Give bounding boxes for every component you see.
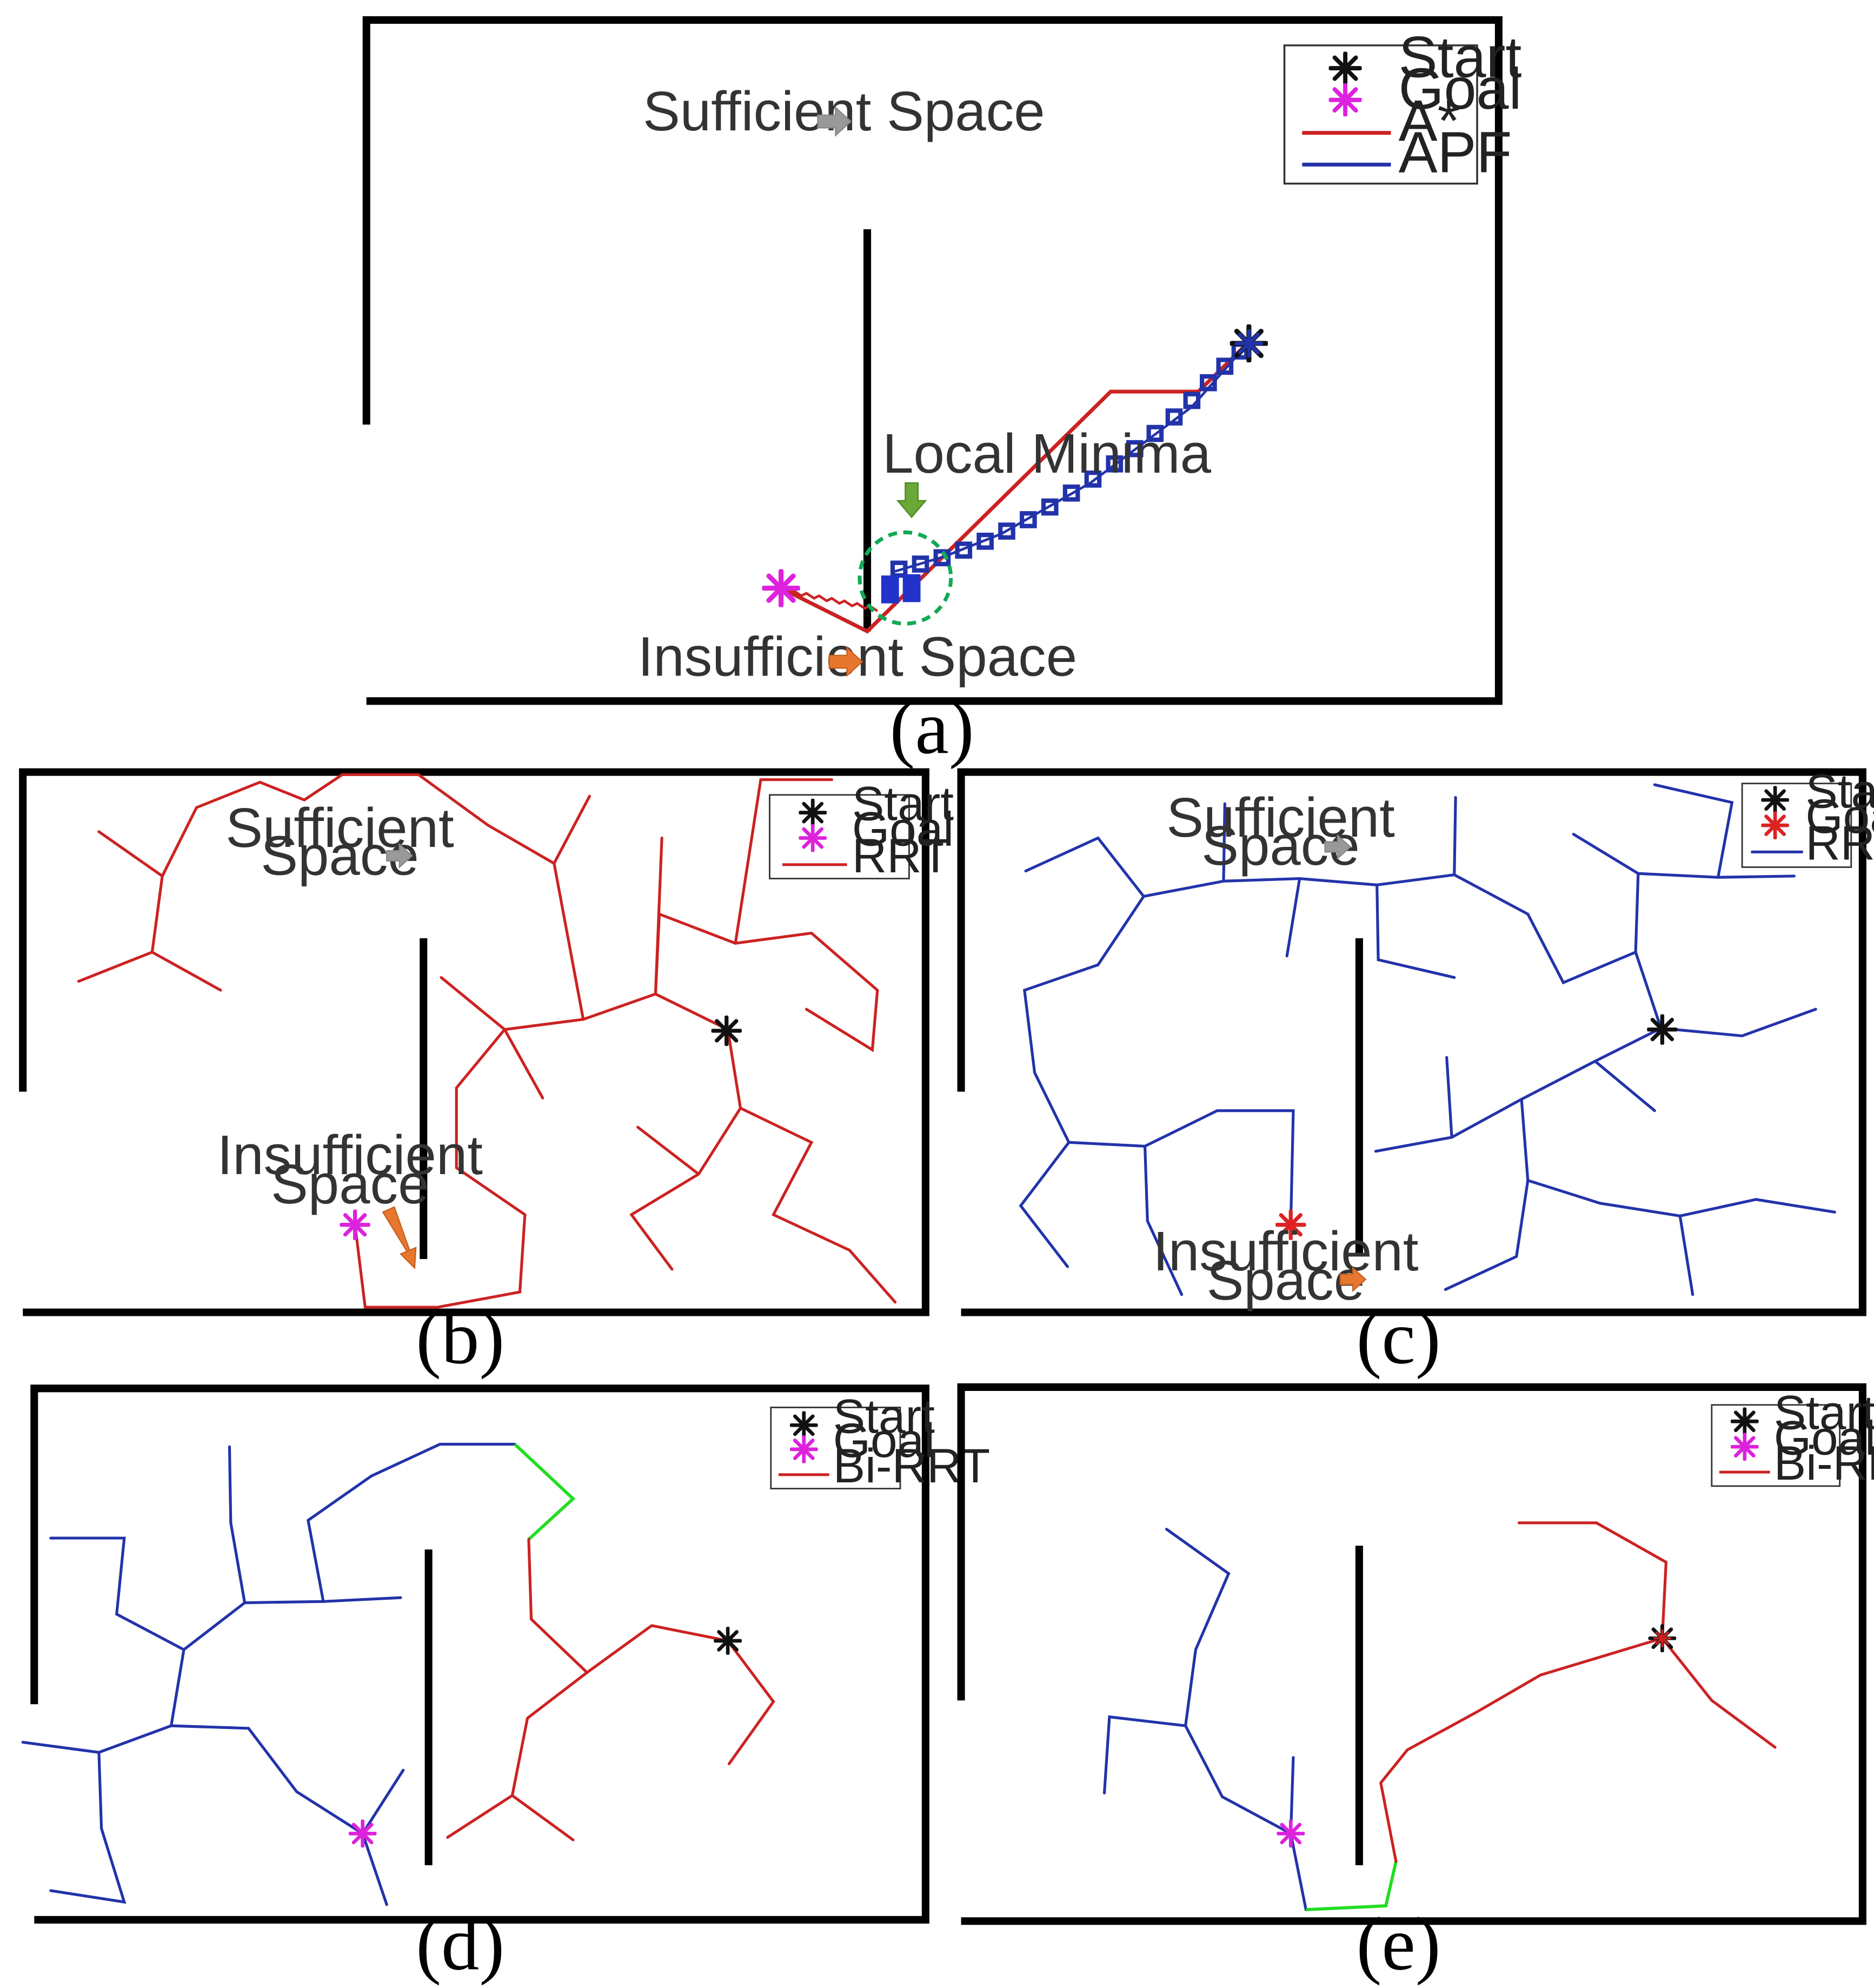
legend-goal-icon (800, 825, 825, 850)
caption-a: (a) (890, 686, 974, 770)
sufficient-arrow (386, 843, 413, 869)
local-minima-arrow (896, 482, 927, 519)
start-marker (715, 1628, 740, 1653)
local-minima-circle (858, 530, 953, 626)
goal-marker (764, 571, 798, 605)
insufficient-label-1: Insufficient (1153, 1220, 1418, 1282)
legend-start-icon (1763, 787, 1787, 812)
legend-goal-icon (1763, 813, 1787, 838)
panel-b: Sufficient Space Insufficient Space Star… (19, 768, 954, 1380)
legend-birrt-label: Bi-RRT (833, 1439, 990, 1493)
red-tree (446, 1538, 775, 1841)
goal-marker (1278, 1821, 1303, 1846)
legend-goal-label: Goal (852, 802, 954, 856)
caption-b: (b) (416, 1296, 504, 1380)
wall-boundary (19, 768, 929, 1316)
legend-box (1283, 44, 1478, 185)
start-marker (713, 1017, 740, 1045)
legend: Start Goal RRT (1741, 764, 1874, 870)
blue-tree (21, 1442, 516, 1906)
start-marker-overlay (1237, 331, 1261, 356)
sufficient-arrow (1324, 834, 1352, 860)
walls (362, 16, 1503, 705)
caption-e: (e) (1357, 1902, 1441, 1986)
panel-a: Sufficient Space Insufficient Space Loca… (362, 16, 1522, 770)
apf-squares (890, 342, 1249, 578)
legend-start-icon (1331, 54, 1360, 83)
insufficient-label-2: Space (1207, 1249, 1365, 1311)
legend-start-label: Start (1774, 1385, 1874, 1439)
legend-goal-label: Goal (1399, 56, 1522, 121)
legend-goal-icon (1732, 1434, 1757, 1459)
legend-start-label: Start (833, 1389, 935, 1443)
red-tree (1379, 1521, 1777, 1863)
rrt-tree (77, 773, 897, 1309)
walls (30, 1384, 929, 1924)
panel-d: Start Goal Bi-RRT (d) (21, 1384, 990, 1986)
astar-wiggle (780, 587, 879, 612)
legend-goal-label: Goal (1805, 789, 1874, 843)
walls (957, 1383, 1866, 1925)
panel-e: Start Goal Bi-RRT (e) (957, 1383, 1874, 1986)
legend-apf-label: APF (1399, 119, 1512, 184)
legend-start-icon (1732, 1409, 1757, 1434)
legend-astar-label: A* (1399, 88, 1460, 153)
connection-link (1306, 1861, 1398, 1912)
walls (957, 768, 1866, 1316)
start-marker-overlay (1654, 1631, 1671, 1647)
legend-goal-icon (1331, 85, 1360, 115)
legend-start-label: Start (1399, 24, 1522, 90)
legend-start-label: Start (852, 777, 954, 831)
legend-goal-label: Goal (1774, 1410, 1874, 1465)
goal-marker (350, 1821, 375, 1846)
legend-rrt-label: RRT (1805, 816, 1874, 870)
connection-link (514, 1443, 576, 1541)
legend-birrt-label: Bi-RRT (1774, 1436, 1874, 1490)
insufficient-arrow (382, 1206, 417, 1270)
caption-d: (d) (416, 1902, 504, 1986)
sufficient-label-1: Sufficient (225, 797, 454, 859)
legend-start-label: Start (1805, 764, 1874, 818)
wall-boundary (362, 16, 1503, 705)
legend: Start Goal Bi-RRT (770, 1389, 990, 1493)
insufficient-label-2: Space (271, 1153, 429, 1215)
goal-marker (341, 1211, 369, 1238)
insufficient-arrow (1339, 1266, 1367, 1293)
legend-start-icon (792, 1413, 816, 1437)
legend-goal-icon (792, 1437, 816, 1462)
insufficient-space-label: Insufficient Space (638, 625, 1078, 687)
caption-c: (c) (1357, 1296, 1441, 1380)
insufficient-arrow (828, 646, 863, 678)
legend-goal-label: Goal (833, 1413, 935, 1467)
legend: Start Goal RRT (769, 777, 954, 883)
local-minima-label: Local Minima (882, 422, 1211, 485)
legend: Start Goal A* APF (1283, 24, 1522, 185)
start-marker (1649, 1016, 1676, 1043)
legend-start-icon (800, 800, 825, 825)
legend-rrt-label: RRT (852, 829, 951, 883)
wall-boundary (30, 1384, 929, 1924)
sufficient-label-1: Sufficient (1166, 786, 1395, 849)
sufficient-space-label: Sufficient Space (643, 80, 1045, 142)
wall-boundary (957, 1383, 1866, 1925)
legend: Start Goal Bi-RRT (1711, 1385, 1874, 1490)
blue-tree (1102, 1528, 1307, 1911)
insufficient-label-1: Insufficient (217, 1124, 483, 1186)
wall-boundary (957, 768, 1866, 1316)
apf-stuck-cluster (881, 574, 921, 604)
walls (19, 768, 929, 1316)
astar-path (780, 341, 1251, 634)
panel-c: Sufficient Space Insufficient Space Star… (957, 764, 1874, 1380)
rrt-tree (1019, 783, 1836, 1296)
sufficient-arrow (817, 106, 852, 137)
